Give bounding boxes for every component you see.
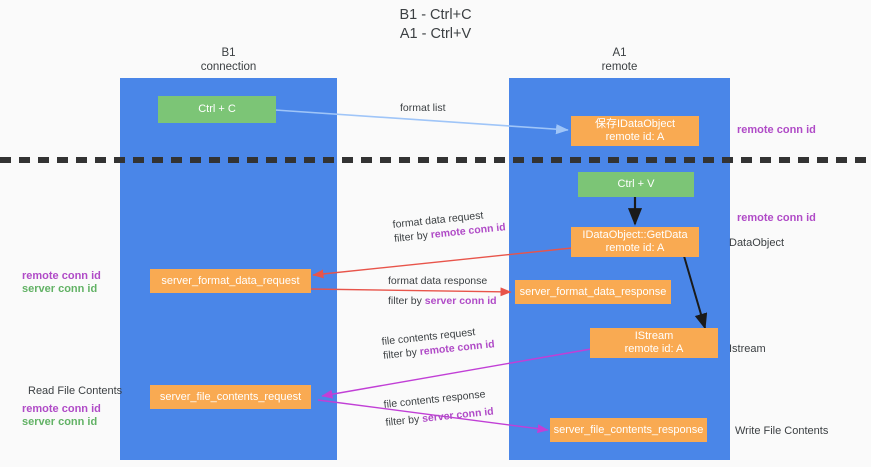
side-label-left-remote-conn-id-1: remote conn id — [22, 270, 101, 282]
lane-header-a1-sub: remote — [601, 60, 638, 73]
edge-label-file-contents-request-filter-prefix: filter by — [382, 346, 421, 362]
diagram-title-line1: B1 - Ctrl+C — [399, 7, 472, 23]
box-server-format-data-response-label: server_format_data_response — [519, 285, 667, 298]
box-getdata-line2: remote id: A — [605, 242, 665, 254]
side-label-left-server-conn-id-1: server conn id — [22, 283, 98, 295]
box-ctrl-c-label: Ctrl + C — [198, 103, 236, 115]
edge-label-file-contents-response-filter-prefix: filter by — [384, 413, 423, 429]
box-ctrl-c[interactable]: Ctrl + C — [158, 96, 276, 123]
box-istream-line1: IStream — [634, 330, 674, 342]
diagram-title-line2: A1 - Ctrl+V — [399, 26, 472, 42]
edge-label-format-data-response-text: format data response — [388, 275, 488, 287]
lane-header-a1: A1 remote — [509, 47, 730, 74]
box-istream[interactable]: IStream remote id: A — [590, 328, 718, 358]
box-server-file-contents-response[interactable]: server_file_contents_response — [550, 418, 707, 442]
edge-label-format-data-response-filter-prefix: filter by — [388, 295, 425, 307]
lane-header-a1-name: A1 — [612, 47, 627, 59]
edge-label-file-contents-request: file contents request filter by remote c… — [381, 323, 495, 363]
edge-label-format-list: format list — [400, 101, 446, 115]
box-getdata-line1: IDataObject::GetData — [582, 229, 688, 241]
edge-label-format-data-request-filter-prefix: filter by — [393, 229, 432, 245]
side-label-remote-conn-id-mid: remote conn id — [737, 212, 816, 224]
box-server-format-data-response[interactable]: server_format_data_response — [515, 280, 671, 304]
box-server-file-contents-request-label: server_file_contents_request — [159, 390, 302, 403]
box-ctrl-v-label: Ctrl + V — [617, 178, 655, 190]
edge-label-format-data-response-filter-key: server conn id — [424, 295, 497, 307]
box-server-file-contents-request[interactable]: server_file_contents_request — [150, 385, 311, 409]
edge-label-file-contents-response-filter-key: server conn id — [421, 405, 495, 425]
side-label-left-server-conn-id-2: server conn id — [22, 416, 98, 428]
lane-header-b1: B1 connection — [120, 47, 337, 74]
lane-header-b1-name: B1 — [221, 47, 236, 59]
edge-label-format-data-request: format data request filter by remote con… — [392, 206, 506, 246]
edge-label-file-contents-response: file contents response filter by server … — [383, 387, 494, 430]
edge-label-format-data-response: format data response filter by server co… — [388, 274, 497, 308]
box-save-idataobject-line2: remote id: A — [605, 131, 665, 143]
side-label-remote-conn-id-top: remote conn id — [737, 124, 816, 136]
side-label-istream: Istream — [729, 343, 766, 355]
edge-label-format-list-text: format list — [400, 102, 446, 114]
side-label-read-file-contents: Read File Contents — [28, 385, 123, 397]
box-server-file-contents-response-label: server_file_contents_response — [553, 423, 704, 436]
box-server-format-data-request-label: server_format_data_request — [161, 274, 300, 287]
box-save-idataobject-line1: 保存IDataObject — [594, 118, 676, 130]
box-idataobject-getdata[interactable]: IDataObject::GetData remote id: A — [571, 227, 699, 257]
box-server-format-data-request[interactable]: server_format_data_request — [150, 269, 311, 293]
box-istream-line2: remote id: A — [624, 343, 684, 355]
side-label-dataobject: DataObject — [729, 237, 785, 249]
section-divider — [0, 157, 871, 163]
side-label-left-remote-conn-id-2: remote conn id — [22, 403, 101, 415]
lane-header-b1-sub: connection — [200, 60, 257, 73]
box-save-idataobject[interactable]: 保存IDataObject remote id: A — [571, 116, 699, 146]
side-label-write-file-contents: Write File Contents — [735, 425, 829, 437]
box-ctrl-v[interactable]: Ctrl + V — [578, 172, 694, 197]
